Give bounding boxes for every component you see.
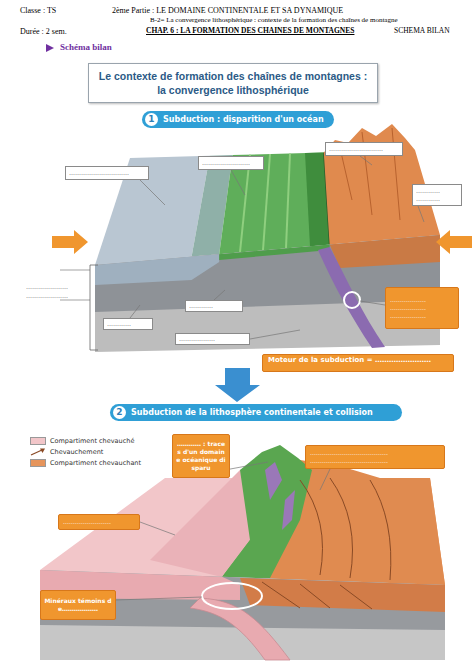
box-text: ……………… ……………… ……………… bbox=[390, 296, 454, 319]
ophiolite-patch bbox=[265, 462, 282, 500]
callout-box: Minéraux témoins de……………… bbox=[40, 590, 116, 620]
section-heading: Schéma bilan bbox=[60, 42, 112, 52]
subducted-continental-slab bbox=[190, 598, 290, 660]
ocean-stripe bbox=[263, 154, 270, 250]
blank-label-box: ………… ………… bbox=[412, 184, 462, 206]
blank-label-box: ……………… bbox=[175, 333, 250, 345]
blank-label-box: ………………………… bbox=[65, 166, 149, 180]
continental-crust bbox=[95, 254, 219, 285]
section-banner: Subduction : disparition d'un océan 1 bbox=[142, 111, 334, 128]
overriding-crust bbox=[330, 235, 440, 268]
transition-arrow bbox=[215, 368, 260, 402]
box-text: ………………………………… ………………………………… bbox=[310, 449, 440, 465]
legend-thrust-sample bbox=[30, 447, 46, 457]
ocean-stripe bbox=[286, 154, 290, 249]
box-text: ………… bbox=[107, 320, 149, 328]
title-text: Le contexte de formation des chaînes de … bbox=[97, 69, 369, 97]
box-text: …………………… bbox=[63, 518, 135, 526]
blank-label-box: ……………………… bbox=[325, 142, 403, 156]
callout-number: 1 bbox=[145, 113, 158, 126]
convergence-arrow bbox=[436, 230, 472, 254]
legend-swatch bbox=[30, 459, 46, 467]
blank-label-box: ………… bbox=[103, 318, 153, 330]
box-text: ………… : traces d'un domaine océanique dis… bbox=[176, 440, 226, 471]
leader-line bbox=[130, 156, 424, 339]
callout-number: 2 bbox=[113, 406, 126, 419]
header-text: Classe : TS bbox=[20, 6, 56, 15]
ophiolite-patch bbox=[282, 490, 295, 530]
callout-box: …………………… bbox=[58, 514, 140, 530]
highlight-ellipse bbox=[202, 583, 262, 609]
ophiolite-mountain bbox=[222, 445, 312, 578]
thrust-arrowhead bbox=[40, 449, 45, 454]
thrust-lines bbox=[300, 478, 391, 580]
header-text: Durée : 2 sem. bbox=[20, 27, 67, 36]
header-text: CHAP. 6 : LA FORMATION DES CHAINES DE MO… bbox=[146, 27, 354, 36]
section-banner: Subduction de la lithosphère continental… bbox=[110, 404, 402, 421]
header-text: B-2= La convergence lithosphérique : con… bbox=[150, 16, 398, 24]
blank-dots: ………………… bbox=[26, 284, 68, 291]
oceanic-crust bbox=[219, 245, 329, 260]
legend-swatch bbox=[30, 437, 46, 445]
box-text: Minéraux témoins de……………… bbox=[44, 597, 112, 613]
callout-box: Moteur de la subduction = …………………… bbox=[262, 354, 454, 372]
highlight-circle bbox=[344, 292, 360, 308]
leader-line bbox=[116, 462, 330, 600]
box-text: ………… bbox=[189, 302, 239, 310]
bullet-arrow bbox=[46, 44, 54, 52]
bracket bbox=[90, 265, 98, 350]
box-text: Subduction : disparition d'un océan bbox=[163, 111, 328, 128]
blank-label-box: ………… bbox=[185, 300, 243, 312]
box-text: ……………… bbox=[179, 335, 246, 343]
section-number: 2 bbox=[113, 406, 126, 419]
thrust-line bbox=[31, 450, 42, 455]
box-text: Subduction de la lithosphère continental… bbox=[131, 404, 396, 421]
thrust-lines bbox=[262, 582, 372, 609]
box-text: ……………………… bbox=[329, 145, 399, 153]
header-text: SCHEMA BILAN bbox=[394, 27, 450, 36]
header-text: 2ème Partie : LE DOMAINE CONTINENTALE ET… bbox=[112, 6, 343, 15]
box-text: ………… ………… bbox=[416, 187, 458, 203]
callout-box: ………… : traces d'un domaine océanique dis… bbox=[172, 434, 230, 478]
convergence-arrow bbox=[52, 230, 88, 254]
box-text: …………………… bbox=[202, 159, 260, 167]
legend-text: Chevauchement bbox=[50, 447, 103, 457]
blank-dots: ………………… bbox=[26, 293, 68, 300]
box-text: ………………………… bbox=[69, 169, 145, 177]
legend-text: Compartiment chevauché bbox=[50, 436, 134, 446]
callout-box: ………………………………… ………………………………… bbox=[305, 445, 445, 469]
subducting-slab bbox=[318, 247, 385, 348]
callout-box: ……………… ……………… ……………… bbox=[385, 287, 459, 329]
asthenosphere bbox=[40, 570, 445, 660]
title-box: Le contexte de formation des chaînes de … bbox=[88, 63, 378, 103]
overthrust-crust bbox=[240, 578, 445, 612]
blank-label-box: …………………… bbox=[198, 156, 264, 170]
legend-text: Compartiment chevauchant bbox=[50, 458, 141, 468]
section-number: 1 bbox=[145, 113, 158, 126]
box-text: Moteur de la subduction = …………………… bbox=[268, 356, 448, 365]
